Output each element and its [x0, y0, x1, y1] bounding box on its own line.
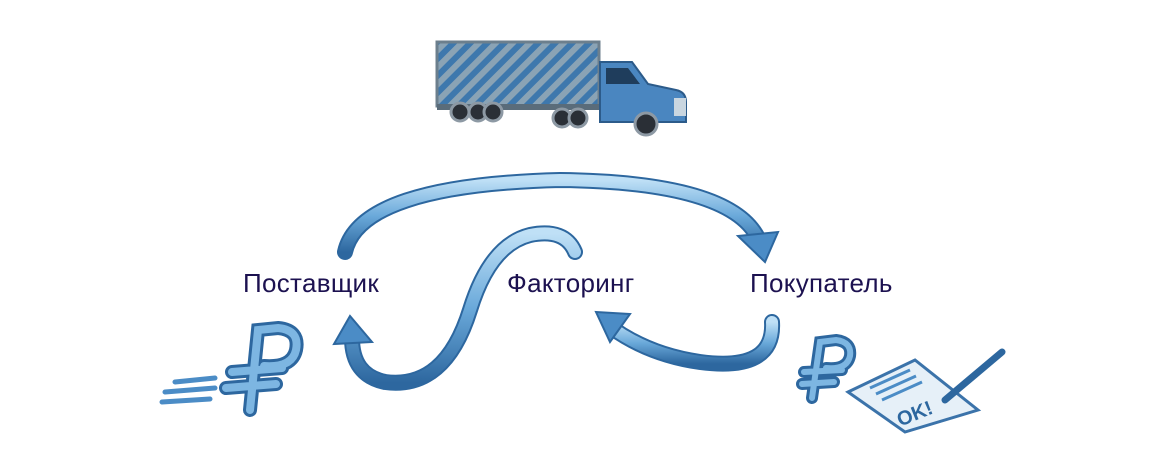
ruble-icon-buyer: [796, 333, 857, 404]
pen-icon: [941, 348, 1006, 404]
arrow-buyer-to-factoring: [594, 310, 781, 372]
factoring-label: Факторинг: [507, 268, 635, 298]
arrow-factoring-to-supplier: [332, 225, 583, 391]
buyer-label: Покупатель: [750, 268, 893, 298]
truck-icon: [435, 40, 687, 137]
signed-document-icon: OK!: [845, 348, 1006, 434]
ruble-icon-supplier: [159, 320, 304, 417]
supplier-label: Поставщик: [243, 268, 380, 298]
arrow-supplier-to-buyer: [337, 171, 780, 264]
